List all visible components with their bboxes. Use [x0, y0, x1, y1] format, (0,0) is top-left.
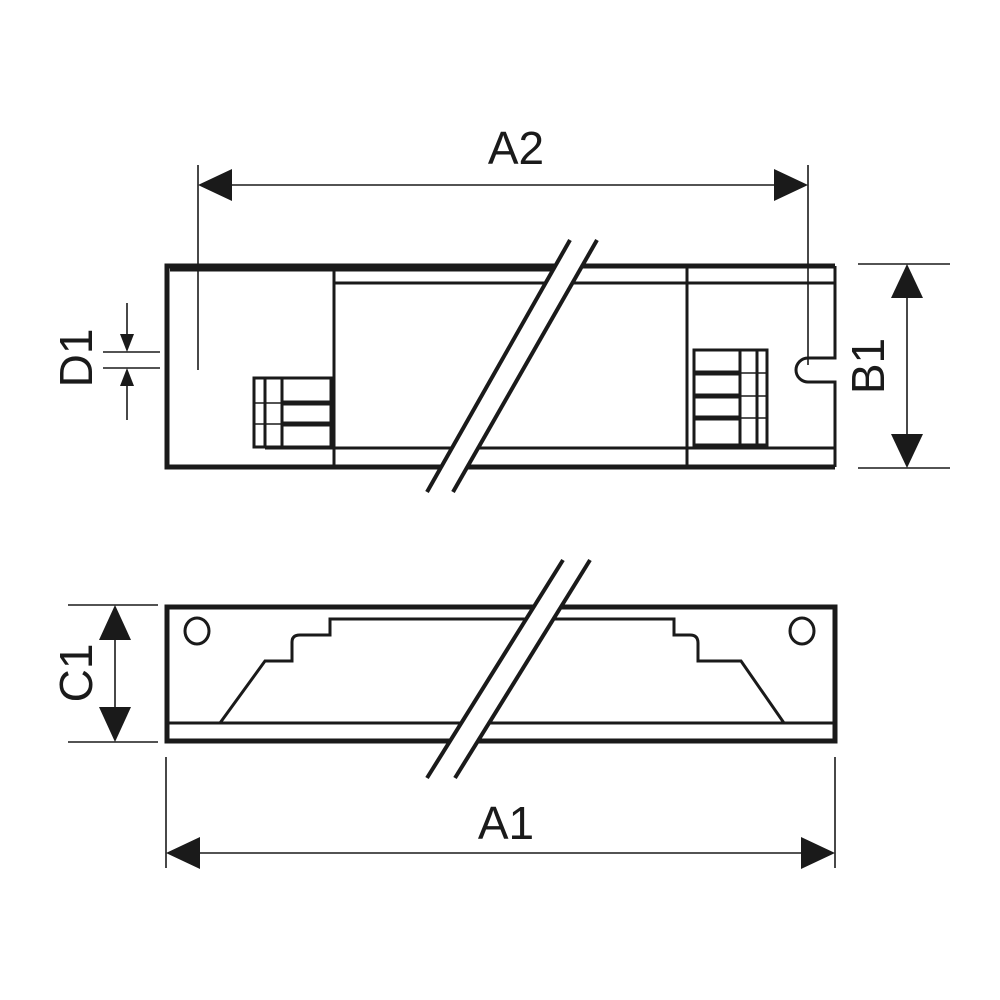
dimension-a2: A2 [197, 122, 809, 370]
top-view-outline [164, 263, 835, 470]
side-view-outline [164, 604, 838, 744]
housing-profile [218, 617, 786, 724]
break-line [425, 558, 565, 780]
break-line [451, 239, 599, 493]
dimension-d1: D1 [50, 303, 160, 420]
top-view [164, 239, 837, 493]
right-connector-block [692, 348, 769, 447]
break-line [453, 558, 592, 780]
label-b1: B1 [842, 338, 894, 394]
mounting-slot [794, 266, 837, 467]
left-connector-block [252, 376, 333, 449]
mounting-hole-left [183, 616, 211, 646]
break-line [425, 239, 572, 493]
dimension-b1: B1 [842, 263, 950, 469]
mounting-hole-right [788, 616, 816, 646]
dimension-a1: A1 [165, 757, 836, 869]
label-d1: D1 [50, 329, 102, 388]
label-c1: C1 [50, 644, 102, 703]
label-a1: A1 [478, 797, 534, 849]
label-a2: A2 [488, 122, 544, 174]
side-view [164, 558, 838, 780]
dimension-c1: C1 [50, 604, 158, 743]
